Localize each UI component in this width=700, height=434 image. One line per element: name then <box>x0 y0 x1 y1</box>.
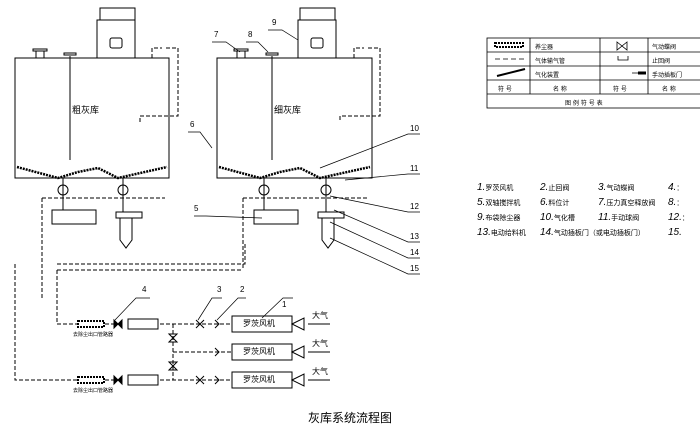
legend-name: 气体输气管 <box>535 58 566 65</box>
callout-13: 13 <box>410 232 419 241</box>
parts-list-item: 11.手动球阀 <box>598 212 639 223</box>
legend-header: 符 号 <box>613 86 627 93</box>
parts-list-item: 5.双轴搅拌机 <box>477 197 520 208</box>
parts-list-item: 9.布袋除尘器 <box>477 212 520 223</box>
item-text: 双轴搅拌机 <box>485 199 521 207</box>
item-number: 13. <box>477 227 491 238</box>
legend-name: 气化装置 <box>535 72 560 79</box>
item-text: 气化槽 <box>553 214 575 222</box>
item-number: 8. <box>668 197 677 208</box>
item-text: ： <box>681 214 689 222</box>
item-number: 1. <box>477 182 486 193</box>
parts-list-item: 4.： <box>668 182 683 193</box>
outlet-label: 去除尘出口管路器 <box>73 332 114 338</box>
parts-list-item: 15. <box>668 227 682 238</box>
legend-header: 符 号 <box>498 86 512 93</box>
callout-10: 10 <box>410 124 419 133</box>
parts-list-item: 14.气动插板门（或电动插板门） <box>540 227 645 238</box>
blower-label: 罗茨风机 <box>243 347 275 356</box>
item-text: 手动球阀 <box>611 214 640 222</box>
item-text: 料位计 <box>548 199 570 207</box>
parts-list-item: 3.气动蝶阀 <box>598 182 634 193</box>
callout-14: 14 <box>410 248 419 257</box>
legend-table <box>486 37 700 109</box>
item-number: 4. <box>668 182 677 193</box>
outlet-label: 去除尘出口管路器 <box>73 388 114 394</box>
blower-label: 罗茨风机 <box>243 375 275 384</box>
legend-header: 名 称 <box>662 86 676 93</box>
callout-7: 7 <box>214 30 219 39</box>
legend-name: 手动插板门 <box>652 72 683 79</box>
parts-list-item: 10.气化槽 <box>540 212 575 223</box>
item-text: 止回阀 <box>548 184 570 192</box>
item-number: 2. <box>540 182 549 193</box>
item-number: 10. <box>540 212 554 223</box>
legend-header: 名 称 <box>553 86 567 93</box>
item-number: 3. <box>598 182 607 193</box>
callout-leaders <box>114 29 420 321</box>
callout-6: 6 <box>190 120 195 129</box>
item-number: 15. <box>668 227 682 238</box>
parts-list-item: 12.： <box>668 212 689 223</box>
item-text: 布袋除尘器 <box>485 214 521 222</box>
atmosphere-label: 大气 <box>312 311 328 320</box>
callout-12: 12 <box>410 202 419 211</box>
item-text: ： <box>676 184 684 192</box>
callout-5: 5 <box>194 204 199 213</box>
item-text: 气动蝶阀 <box>606 184 635 192</box>
legend-name: 养尘器 <box>535 44 554 51</box>
item-number: 5. <box>477 197 486 208</box>
legend-name: 止回阀 <box>652 58 671 65</box>
item-number: 9. <box>477 212 486 223</box>
parts-list-item: 7.压力真空释放阀 <box>598 197 655 208</box>
item-text: ： <box>676 199 684 207</box>
callout-11: 11 <box>410 164 419 173</box>
coarse-silo <box>14 7 246 300</box>
item-number: 11. <box>598 212 612 223</box>
atmosphere-label: 大气 <box>312 367 328 376</box>
blower-section <box>14 264 330 389</box>
item-text: 电动给料机 <box>490 229 526 237</box>
legend-caption: 图 例 符 号 表 <box>565 100 603 107</box>
diagram-title: 灰库系统流程图 <box>307 411 392 425</box>
callout-15: 15 <box>410 264 419 273</box>
item-number: 12. <box>668 212 682 223</box>
parts-list-item: 13.电动给料机 <box>477 227 526 238</box>
parts-list-item: 8.： <box>668 197 683 208</box>
callout-8: 8 <box>248 30 253 39</box>
item-number: 6. <box>540 197 549 208</box>
coarse-silo-label: 粗灰库 <box>72 106 100 116</box>
parts-list-item: 1.罗茨风机 <box>477 182 513 193</box>
item-text: 压力真空释放阀 <box>606 199 656 207</box>
item-number: 7. <box>598 197 607 208</box>
parts-list-item: 6.料位计 <box>540 197 569 208</box>
fine-silo-label: 细灰库 <box>274 106 302 116</box>
item-number: 14. <box>540 227 554 238</box>
callout-1: 1 <box>282 300 287 309</box>
item-text: 罗茨风机 <box>485 184 514 192</box>
callout-3: 3 <box>217 285 222 294</box>
callout-4: 4 <box>142 285 147 294</box>
blower-label: 罗茨风机 <box>243 319 275 328</box>
legend-name: 气动蝶阀 <box>652 44 677 51</box>
callout-9: 9 <box>272 18 277 27</box>
callout-2: 2 <box>240 285 245 294</box>
atmosphere-label: 大气 <box>312 339 328 348</box>
parts-list-item: 2.止回阀 <box>540 182 569 193</box>
fine-silo <box>56 7 381 324</box>
item-text: 气动插板门（或电动插板门） <box>553 229 645 237</box>
